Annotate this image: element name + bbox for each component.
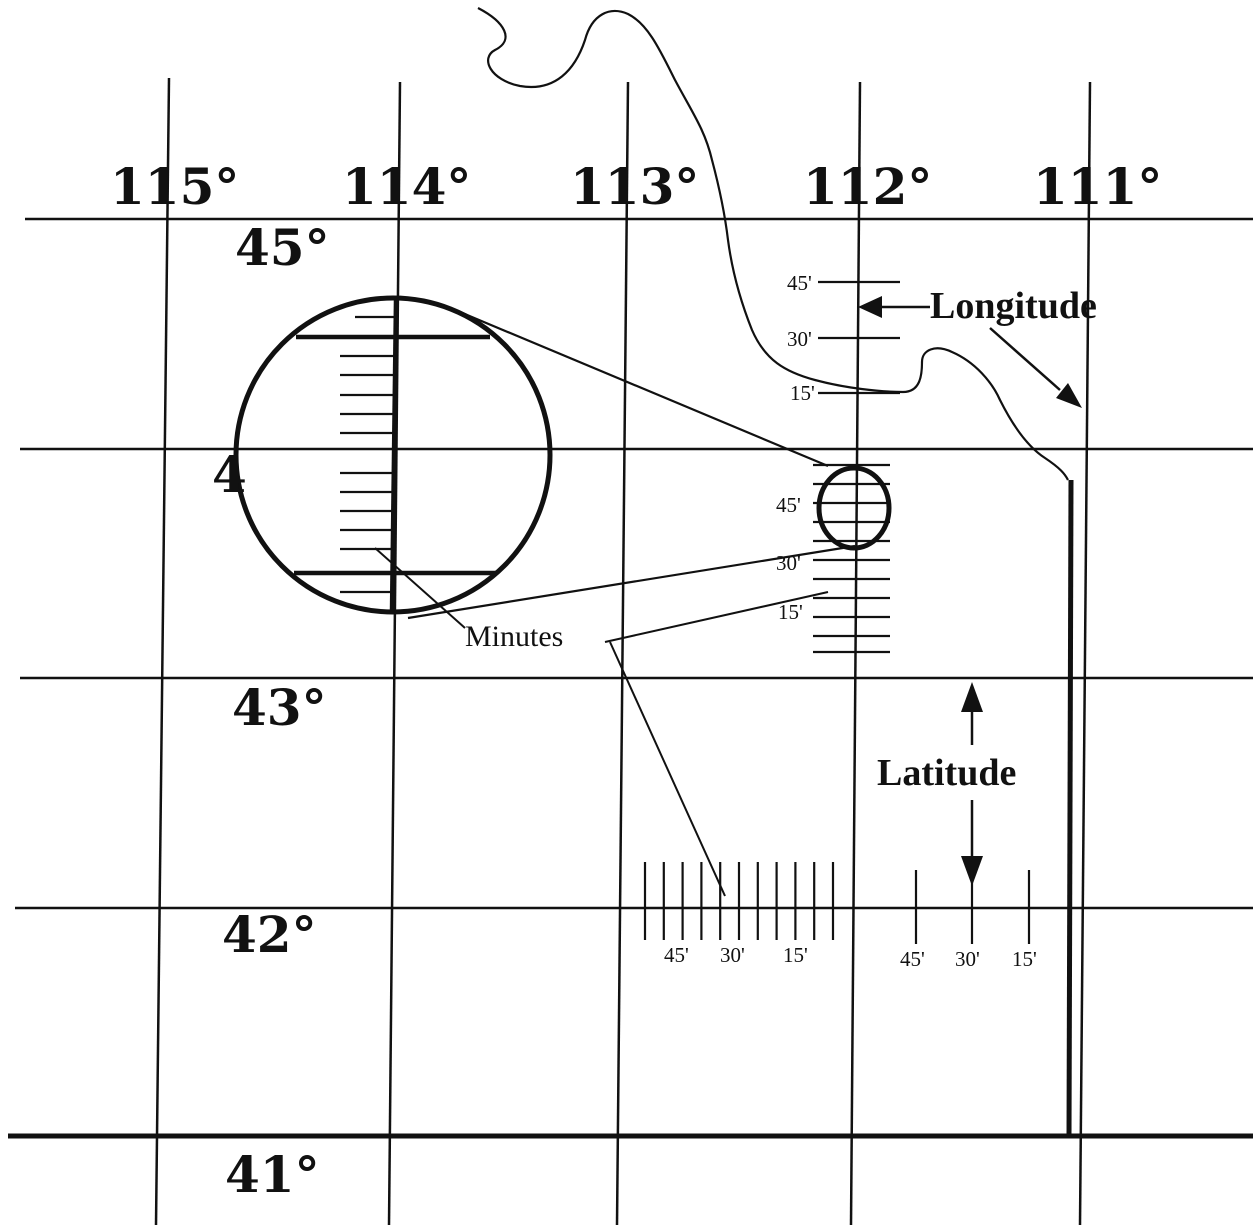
reference-bar (1066, 479, 1074, 1137)
longitude-diagonal-arrow (989, 327, 1082, 408)
fine-tick-label-30: 30' (720, 943, 745, 967)
meridian-114 (387, 81, 402, 1226)
coarse-longitude-ticks (914, 870, 1031, 944)
magnifier-minute-ticks (340, 315, 394, 594)
latitude-label-42: 42° (222, 905, 317, 964)
meridian-112 (849, 81, 862, 1226)
coastline-curve (477, 7, 1069, 481)
magnifier-circle (233, 295, 553, 615)
parallel-lines (8, 217, 1253, 1139)
longitude-label-113: 113° (570, 157, 699, 216)
small-tick-label-45: 45' (776, 493, 801, 517)
minutes-callout-label: Minutes (465, 620, 563, 653)
tick-label-30: 30' (787, 327, 812, 351)
latitude-label-43: 43° (232, 678, 327, 737)
longitude-labels: 115° 114° 113° 112° 111° (110, 157, 1162, 216)
coarse-tick-label-15: 15' (1012, 947, 1037, 971)
longitude-label-112: 112° (803, 157, 932, 216)
coarse-tick-label-45: 45' (900, 947, 925, 971)
meridian-113 (615, 81, 630, 1226)
small-circle (816, 465, 892, 551)
longitude-label-114: 114° (342, 157, 471, 216)
longitude-pointer-arrow (858, 296, 930, 318)
meridian-111 (1078, 81, 1092, 1226)
fine-tick-label-15: 15' (783, 943, 808, 967)
fine-longitude-ticks (643, 862, 835, 940)
fine-tick-label-45: 45' (664, 943, 689, 967)
latitude-callout-label: Latitude (877, 752, 1016, 794)
coarse-tick-label-30: 30' (955, 947, 980, 971)
latitude-label-41: 41° (225, 1145, 320, 1204)
longitude-callout-ticks (818, 280, 900, 395)
latitude-label-45: 45° (235, 218, 330, 277)
minutes-leader-lines (374, 547, 829, 897)
longitude-label-111: 111° (1033, 157, 1162, 216)
latitude-labels: 45° 43° 42° 41° (222, 218, 330, 1204)
meridian-lines (154, 77, 1092, 1226)
longitude-callout-label: Longitude (930, 285, 1097, 327)
tick-label-45: 45' (787, 271, 812, 295)
meridian-115 (154, 77, 171, 1226)
longitude-label-115: 115° (110, 157, 239, 216)
small-tick-label-15: 15' (778, 600, 803, 624)
latitude-label-44-partial: 4 (212, 445, 247, 504)
magnifier-connectors (407, 310, 856, 620)
small-circle-ticks (813, 463, 890, 654)
tick-label-15: 15' (790, 381, 815, 405)
